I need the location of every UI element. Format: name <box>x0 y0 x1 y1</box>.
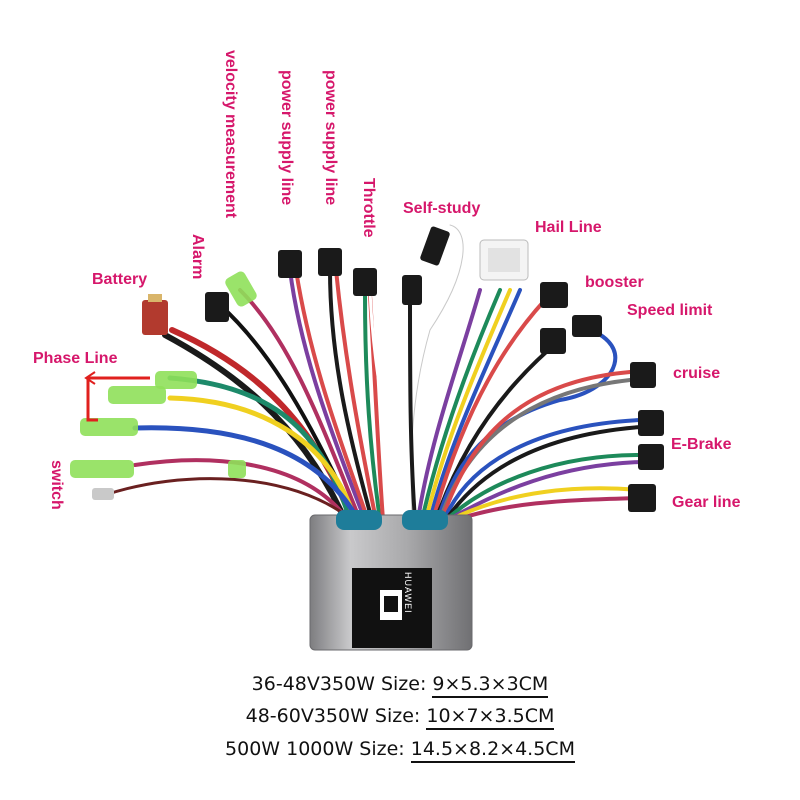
label-velocity-measurement: velocity measurement <box>222 50 239 219</box>
spec-line-2: 48-60V350W Size: 10×7×3.5CM <box>0 705 800 730</box>
label-throttle: Throttle <box>360 178 377 238</box>
label-power-supply-line-2: power supply line <box>322 70 339 206</box>
velocity-terminal <box>225 271 257 307</box>
speed-limit-connector <box>540 315 602 354</box>
battery-connector <box>142 294 168 335</box>
gear-connector <box>628 484 656 512</box>
cruise-connector <box>630 362 656 388</box>
throttle-connector <box>353 268 377 296</box>
left-wire-bundle <box>103 268 387 523</box>
label-self-study: Self-study <box>403 200 481 217</box>
spec-1-dimensions: 9×5.3×3CM <box>432 673 549 698</box>
booster-connector <box>540 282 568 308</box>
label-cruise: cruise <box>673 365 721 382</box>
spec-2-dimensions: 10×7×3.5CM <box>426 705 555 730</box>
power-supply-connector-2 <box>318 248 342 276</box>
power-supply-connector-1 <box>278 250 302 278</box>
label-gear-line: Gear line <box>672 494 741 511</box>
ebrake-connector <box>638 410 664 470</box>
controller-brand-text: HUAWEI <box>403 572 413 614</box>
switch-terminals <box>70 460 246 500</box>
right-wire-bundle <box>408 223 642 524</box>
alarm-connector <box>205 292 229 322</box>
spec-3-dimensions: 14.5×8.2×4.5CM <box>410 738 575 763</box>
label-power-supply-line-1: power supply line <box>278 70 295 206</box>
spec-1-prefix: 36-48V350W Size: <box>251 673 433 695</box>
self-study-connector <box>402 226 450 305</box>
label-switch: switch <box>48 460 65 510</box>
phase-line-terminals <box>80 371 197 436</box>
label-battery: Battery <box>92 271 148 288</box>
label-e-brake: E-Brake <box>671 436 732 453</box>
controller-housing <box>309 510 473 651</box>
spec-3-prefix: 500W 1000W Size: <box>225 738 411 760</box>
label-phase-line: Phase Line <box>33 350 118 367</box>
label-booster: booster <box>585 274 644 291</box>
spec-2-prefix: 48-60V350W Size: <box>245 705 427 727</box>
phase-line-arrow <box>84 371 150 422</box>
label-alarm: Alarm <box>189 234 206 280</box>
spec-line-3: 500W 1000W Size: 14.5×8.2×4.5CM <box>0 738 800 763</box>
label-speed-limit: Speed limit <box>627 302 713 319</box>
hail-connector <box>479 239 529 281</box>
label-hail-line: Hail Line <box>535 219 602 236</box>
spec-line-1: 36-48V350W Size: 9×5.3×3CM <box>0 673 800 698</box>
